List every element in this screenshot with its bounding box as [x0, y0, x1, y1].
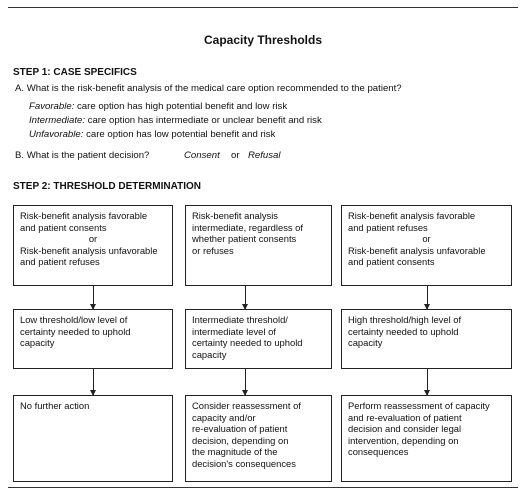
box-line: intermediate level of — [192, 325, 276, 337]
box-line: Intermediate threshold/ — [192, 314, 288, 325]
box-line: or refuses — [192, 244, 234, 256]
intermediate-label: Intermediate: — [29, 115, 85, 126]
box-line: decision and consider legal — [348, 423, 462, 435]
row2-right-box: High threshold/high level of certainty n… — [341, 309, 512, 369]
box-line: Low threshold/low level of — [20, 314, 128, 325]
box-line: consequences — [348, 446, 409, 458]
box-line: re-evaluation of patient — [192, 423, 288, 435]
box-line: capacity — [192, 348, 227, 360]
row1-right-box: Risk-benefit analysis favorable and pati… — [341, 205, 512, 286]
box-line: intermediate, regardless of — [192, 221, 303, 233]
arrow-middle-1 — [242, 286, 248, 310]
arrow-left-2 — [90, 369, 96, 396]
box-line: Risk-benefit analysis favorable — [348, 210, 476, 221]
box-line: certainty needed to uphold — [348, 325, 459, 337]
box-line: and patient refuses — [348, 221, 428, 233]
box-line: Consider reassessment of — [192, 400, 301, 411]
box-line: decision's consequences — [192, 457, 296, 469]
row1-middle-box: Risk-benefit analysis intermediate, rega… — [185, 205, 332, 286]
step2-heading: STEP 2: THRESHOLD DETERMINATION — [13, 181, 201, 192]
box-line: and patient consents — [20, 221, 107, 233]
box-line: and re-evaluation of patient — [348, 411, 462, 423]
box-line: certainty needed to uphold — [192, 337, 303, 349]
box-line: High threshold/high level of — [348, 314, 462, 325]
arrow-right-2 — [424, 369, 430, 396]
row2-left-box: Low threshold/low level of certainty nee… — [13, 309, 173, 369]
question-a: A. What is the risk-benefit analysis of … — [15, 83, 402, 94]
unfavorable-text: care option has low potential benefit an… — [83, 129, 276, 140]
box-line: capacity — [348, 337, 383, 349]
top-rule — [8, 7, 518, 8]
box-line: capacity and/or — [192, 411, 256, 423]
box-line: Risk-benefit analysis unfavorable — [348, 244, 486, 256]
row1-left-box: Risk-benefit analysis favorable and pati… — [13, 205, 173, 286]
arrow-middle-2 — [242, 369, 248, 396]
step1-heading: STEP 1: CASE SPECIFICS — [13, 67, 137, 78]
box-line: and patient refuses — [20, 256, 100, 268]
intermediate-text: care option has intermediate or unclear … — [85, 115, 322, 126]
box-line: No further action — [20, 400, 90, 411]
box-line: intervention, depending on — [348, 434, 459, 446]
row3-middle-box: Consider reassessment of capacity and/or… — [185, 395, 332, 482]
box-line: Risk-benefit analysis favorable — [20, 210, 148, 221]
consent-option: Consent — [184, 150, 220, 161]
box-line: decision, depending on — [192, 434, 289, 446]
question-b: B. What is the patient decision? — [15, 150, 150, 161]
refusal-option: Refusal — [248, 150, 281, 161]
favorable-label: Favorable: — [29, 101, 75, 112]
favorable-definition: Favorable: care option has high potentia… — [29, 101, 287, 113]
row2-middle-box: Intermediate threshold/ intermediate lev… — [185, 309, 332, 369]
arrow-right-1 — [424, 286, 430, 310]
favorable-text: care option has high potential benefit a… — [74, 101, 288, 112]
box-line: Perform reassessment of capacity — [348, 400, 490, 411]
row3-right-box: Perform reassessment of capacity and re-… — [341, 395, 512, 482]
box-line: or — [88, 233, 98, 245]
box-line: certainty needed to uphold — [20, 325, 131, 337]
box-line: capacity — [20, 337, 55, 349]
box-line: Risk-benefit analysis — [192, 210, 278, 221]
box-line: whether patient consents — [192, 233, 297, 245]
box-line: Risk-benefit analysis unfavorable — [20, 244, 158, 256]
intermediate-definition: Intermediate: care option has intermedia… — [29, 115, 322, 127]
row3-left-box: No further action — [13, 395, 173, 482]
or-connector: or — [231, 150, 240, 161]
arrow-left-1 — [90, 286, 96, 310]
box-line: or — [422, 233, 431, 245]
box-line: and patient consents — [348, 256, 435, 268]
bottom-rule — [8, 487, 518, 488]
unfavorable-definition: Unfavorable: care option has low potenti… — [29, 129, 275, 141]
diagram-title: Capacity Thresholds — [203, 33, 323, 47]
box-line: the magnitude of the — [192, 446, 278, 458]
unfavorable-label: Unfavorable: — [29, 129, 84, 140]
